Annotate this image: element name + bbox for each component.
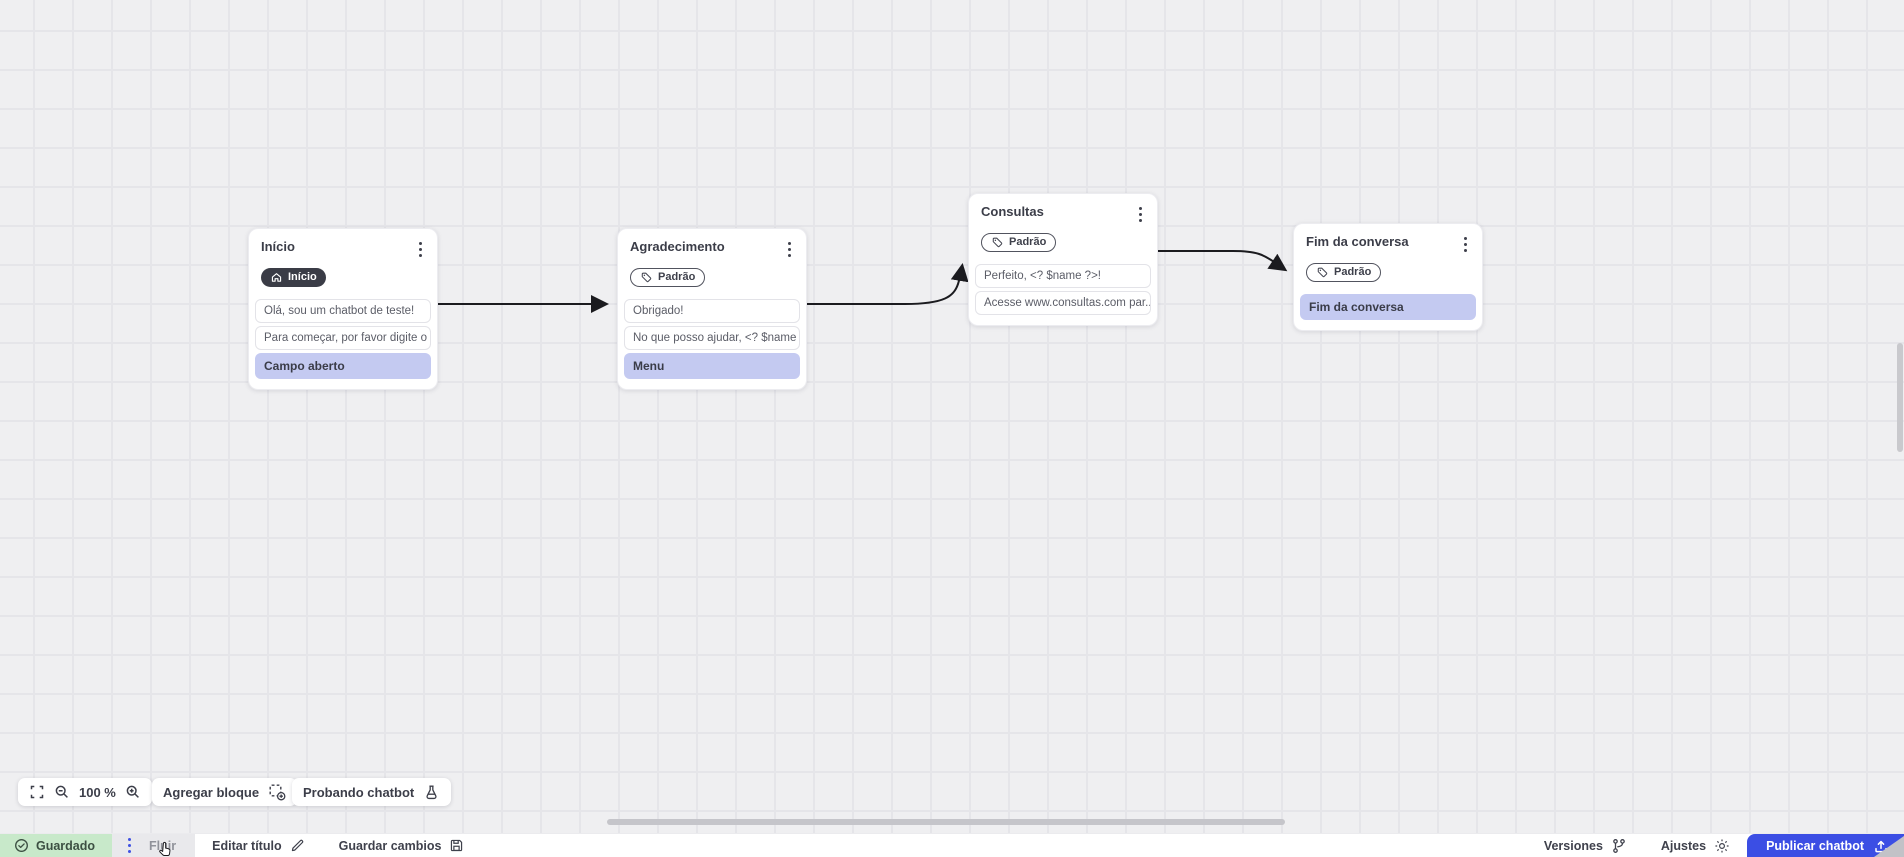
flow-menu-icon[interactable] [125, 835, 134, 856]
versions-button[interactable]: Versiones [1527, 834, 1644, 857]
check-circle-icon [15, 839, 28, 852]
vertical-scrollbar[interactable] [1897, 343, 1903, 452]
option-menu[interactable]: Menu [624, 352, 800, 379]
pencil-icon [291, 839, 303, 852]
horizontal-scrollbar[interactable] [607, 819, 1285, 825]
flow-node-agradecimento[interactable]: Agradecimento Padrão Obrigado! No que po… [617, 228, 807, 390]
option-open-field[interactable]: Campo aberto [255, 352, 431, 379]
tag-icon [1317, 267, 1328, 277]
tab-fluir[interactable]: Fluir [112, 834, 196, 857]
test-chatbot-button[interactable]: Probando chatbot [292, 778, 452, 806]
connection-consultas-fim [1155, 250, 1288, 272]
settings-button[interactable]: Ajustes [1644, 834, 1747, 857]
zoom-out-icon[interactable] [54, 784, 70, 800]
add-block-icon [269, 784, 286, 801]
message-bubble[interactable]: No que posso ajudar, <? $name ... [624, 325, 800, 350]
message-bubble[interactable]: Obrigado! [624, 298, 800, 323]
node-title: Consultas [981, 204, 1044, 219]
fullscreen-icon[interactable] [29, 784, 45, 800]
option-end-conversation[interactable]: Fim da conversa [1300, 293, 1476, 320]
statusbar-spacer [481, 834, 1526, 857]
node-badge: Padrão [1306, 262, 1382, 282]
zoom-in-icon[interactable] [125, 784, 141, 800]
node-title: Fim da conversa [1306, 234, 1409, 249]
save-changes-button[interactable]: Guardar cambios [322, 834, 482, 857]
test-flask-icon [426, 785, 437, 799]
home-icon [271, 272, 282, 282]
node-badge: Início [261, 267, 326, 287]
node-badge: Padrão [630, 267, 706, 287]
edit-title-button[interactable]: Editar título [195, 834, 321, 857]
node-badge: Padrão [981, 232, 1057, 252]
node-menu-icon[interactable] [785, 239, 794, 260]
settings-gear-icon [1715, 838, 1729, 853]
message-bubble[interactable]: Acesse www.consultas.com par... [975, 290, 1151, 315]
zoom-level: 100 % [79, 784, 116, 800]
tag-icon [641, 272, 652, 282]
node-menu-icon[interactable] [416, 239, 425, 260]
flow-node-fim-da-conversa[interactable]: Fim da conversa Padrão Fim da conversa [1293, 223, 1483, 331]
message-bubble[interactable]: Para começar, por favor digite o ... [255, 325, 431, 350]
flow-node-inicio[interactable]: Início Início Olá, sou um chatbot de tes… [248, 228, 438, 390]
connection-agradecimento-consultas [807, 263, 969, 305]
versions-branch-icon [1613, 838, 1625, 853]
node-title: Agradecimento [630, 239, 725, 254]
message-bubble[interactable]: Perfeito, <? $name ?>! [975, 263, 1151, 288]
node-menu-icon[interactable] [1136, 204, 1145, 225]
statusbar: Guardado Fluir Editar título Guardar cam… [0, 833, 1904, 857]
save-floppy-icon [451, 839, 463, 852]
node-title: Início [261, 239, 295, 254]
add-block-button[interactable]: Agregar bloque [152, 778, 298, 806]
tag-icon [992, 237, 1003, 247]
message-bubble[interactable]: Olá, sou um chatbot de teste! [255, 298, 431, 323]
saved-status-badge: Guardado [0, 834, 113, 857]
flow-node-consultas[interactable]: Consultas Padrão Perfeito, <? $name ?>! … [968, 193, 1158, 326]
node-menu-icon[interactable] [1461, 234, 1470, 255]
corner-fold [1874, 836, 1904, 857]
zoom-toolbar: 100 % [18, 778, 152, 806]
